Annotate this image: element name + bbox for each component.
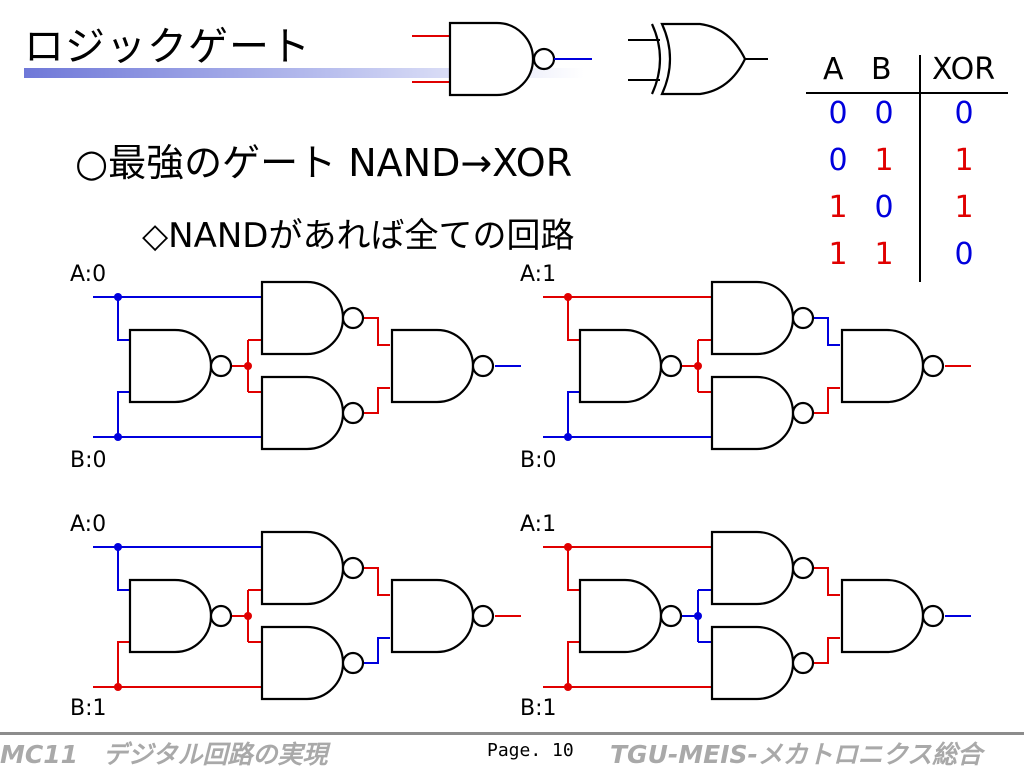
truth-table-cell: 1	[954, 143, 974, 178]
circuit-1-wire-top-out	[363, 317, 390, 346]
circuit-1-gate-2	[260, 280, 345, 356]
truth-table-cell: 0	[954, 237, 974, 272]
page-title: ロジックゲート	[24, 24, 311, 70]
circuit-2-wire-bottom-out	[813, 387, 840, 414]
circuit-3-gate-1	[128, 578, 213, 654]
circuit-2-input-a-label: A:1	[520, 262, 557, 287]
circuit-2-gate-4	[840, 328, 925, 404]
xor-icon-back-curve	[650, 23, 662, 95]
circuit-3-gate-4-bubble	[471, 604, 495, 628]
circuit-3-wire-top-out	[363, 567, 390, 596]
truth-table-cell: 1	[874, 143, 894, 178]
circuit-1-wire-b-to-g1	[117, 391, 130, 437]
circuit-4-gate-1	[578, 578, 663, 654]
circuit-1-gate-1	[128, 328, 213, 404]
circuit-1-junction-a	[114, 293, 122, 301]
circuit-2-wire-b-to-g1	[567, 391, 580, 437]
truth-table-header-b: B	[871, 52, 892, 87]
circuit-1-gate-4	[390, 328, 475, 404]
circuit-1-wire-bottom-out	[363, 387, 390, 414]
circuit-3-gate-3	[260, 625, 345, 701]
circuit-3-wire-a-to-g1	[117, 547, 130, 591]
circuit-4-wire-bottom-out	[813, 637, 840, 664]
circuit-1-input-a-label: A:0	[70, 262, 107, 287]
circuit-2-gate-1	[578, 328, 663, 404]
truth-table-cell: 0	[828, 96, 848, 131]
circuit-2-gate-3-bubble	[791, 401, 815, 425]
truth-table-cell: 0	[874, 190, 894, 225]
circuit-2-gate-2-bubble	[791, 306, 815, 330]
nand-icon	[448, 21, 535, 97]
circuit-2-junction-b	[564, 433, 572, 441]
circuit-3-input-a-label: A:0	[70, 512, 107, 537]
title-underline	[24, 68, 584, 78]
circuit-4-gate-3	[710, 625, 795, 701]
circuit-3-gate-3-bubble	[341, 651, 365, 675]
circuit-2-gate-4-bubble	[921, 354, 945, 378]
footer-divider	[0, 732, 1024, 735]
circuit-4-gate-1-bubble	[659, 604, 683, 628]
circuit-4-junction-mid	[694, 612, 702, 620]
circuit-3-gate-2	[260, 530, 345, 606]
footer-page-number: Page. 10	[487, 740, 574, 761]
circuit-4-gate-3-bubble	[791, 651, 815, 675]
circuit-2-gate-1-bubble	[659, 354, 683, 378]
circuit-4-gate-4-bubble	[921, 604, 945, 628]
circuit-3-wire-b-to-g1	[117, 641, 130, 687]
circuit-2-gate-2	[710, 280, 795, 356]
circuit-3-gate-1-bubble	[209, 604, 233, 628]
circuit-1-gate-4-bubble	[471, 354, 495, 378]
xor-icon	[660, 22, 747, 96]
truth-table-header-xor: XOR	[932, 52, 996, 87]
circuit-4-wire-top-out	[813, 567, 840, 596]
truth-table-cell: 0	[954, 96, 974, 131]
circuit-4-wire-b-to-g1	[567, 641, 580, 687]
circuit-4-input-a-label: A:1	[520, 512, 557, 537]
circuit-4-wire-a-to-g1	[567, 547, 580, 591]
circuit-3-gate-2-bubble	[341, 556, 365, 580]
circuit-4-gate-2-bubble	[791, 556, 815, 580]
truth-table-cell: 0	[874, 96, 894, 131]
circuit-1-gate-3	[260, 375, 345, 451]
circuit-1-junction-mid	[244, 362, 252, 370]
subheading: ◇NANDがあれば全ての回路	[142, 216, 575, 256]
truth-table-cell: 1	[954, 190, 974, 225]
circuit-3-junction-b	[114, 683, 122, 691]
nand-icon-bubble	[532, 47, 556, 71]
circuit-2-junction-a	[564, 293, 572, 301]
circuit-2-input-b-label: B:0	[520, 448, 557, 473]
circuit-4-junction-a	[564, 543, 572, 551]
circuit-3-wire-bottom-out	[363, 637, 390, 664]
truth-table-cell: 1	[874, 237, 894, 272]
circuit-1-gate-3-bubble	[341, 401, 365, 425]
footer-department: TGU-MEIS-メカトロニクス総合	[610, 740, 983, 769]
circuit-3-junction-a	[114, 543, 122, 551]
circuit-1-wire-a-to-g1	[117, 297, 130, 341]
circuit-2-wire-top-out	[813, 317, 840, 346]
footer-course: MC11 デジタル回路の実現	[0, 740, 328, 769]
circuit-4-gate-2	[710, 530, 795, 606]
truth-table-cell: 1	[828, 237, 848, 272]
circuit-3-gate-4	[390, 578, 475, 654]
circuit-1-gate-1-bubble	[209, 354, 233, 378]
circuit-3-input-b-label: B:1	[70, 696, 107, 721]
circuit-4-junction-b	[564, 683, 572, 691]
circuit-1-junction-b	[114, 433, 122, 441]
circuit-1-input-b-label: B:0	[70, 448, 107, 473]
truth-table-header-a: A	[823, 52, 844, 87]
circuit-4-gate-4	[840, 578, 925, 654]
circuit-2-wire-a-to-g1	[567, 297, 580, 341]
truth-table-cell: 1	[828, 190, 848, 225]
circuit-4-input-b-label: B:1	[520, 696, 557, 721]
circuit-2-gate-3	[710, 375, 795, 451]
circuit-3-junction-mid	[244, 612, 252, 620]
circuit-1-gate-2-bubble	[341, 306, 365, 330]
circuit-2-junction-mid	[694, 362, 702, 370]
heading: ○最強のゲート NAND→XOR	[75, 141, 573, 185]
truth-table-cell: 0	[828, 143, 848, 178]
